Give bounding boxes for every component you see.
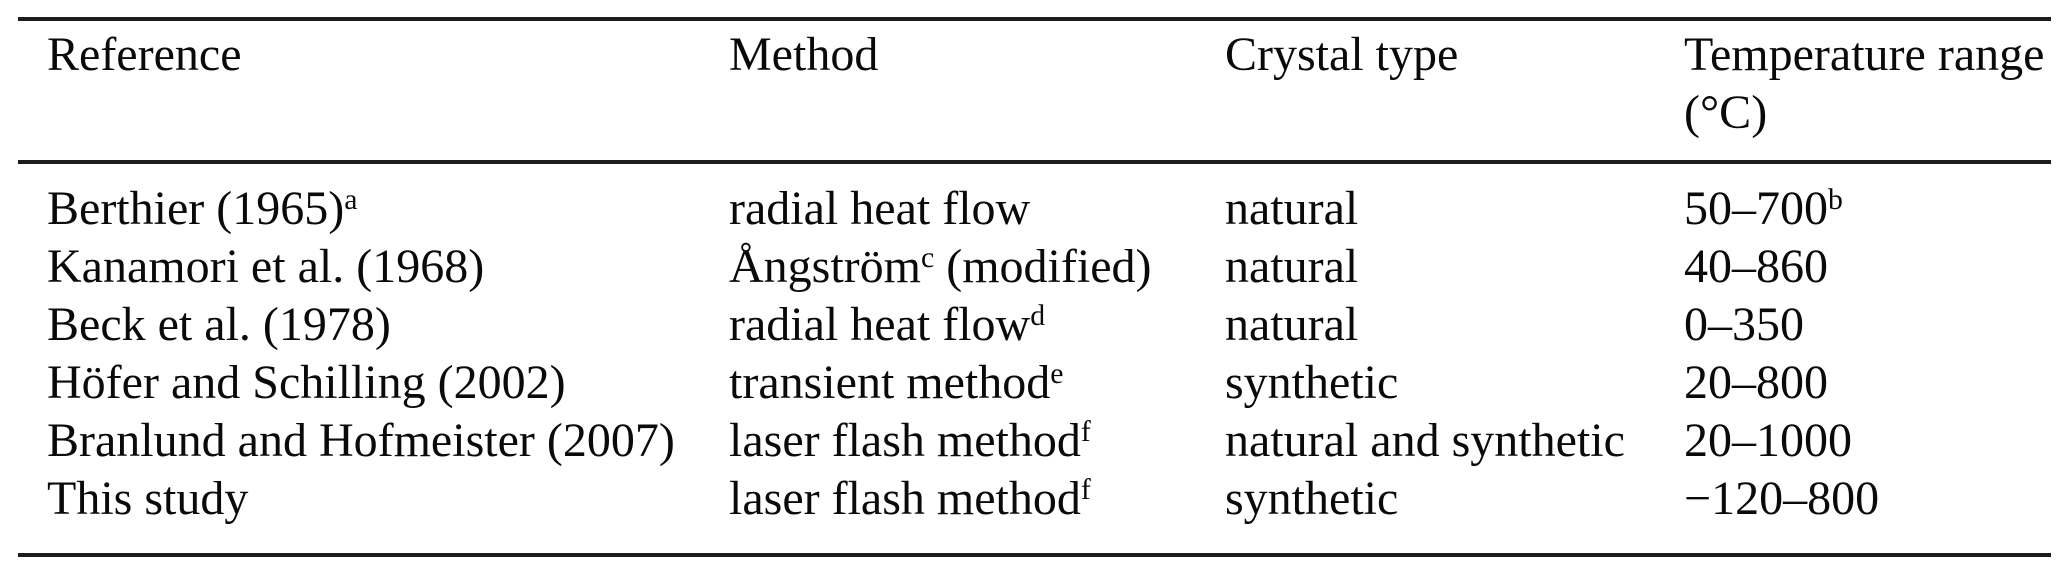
column-header-temperature-range: Temperature range (°C) <box>1684 26 2045 142</box>
cell-temperature-range: −120–800 <box>1684 472 1880 525</box>
cell-reference: This study <box>47 472 249 525</box>
cell-method: radial heat flow <box>729 182 1031 235</box>
cell-temperature-range: 20–1000 <box>1684 414 1852 467</box>
cell-method: transient methode <box>729 356 1064 409</box>
cell-crystal-type: natural and synthetic <box>1225 414 1625 467</box>
footnote-marker: c <box>921 241 935 275</box>
cell-reference: Höfer and Schilling (2002) <box>47 356 566 409</box>
cell-reference: Beck et al. (1978) <box>47 298 391 351</box>
footnote-marker: f <box>1080 415 1091 449</box>
footnote-marker: b <box>1828 183 1843 217</box>
cell-crystal-type: synthetic <box>1225 472 1399 525</box>
table-header-rule <box>18 160 2051 164</box>
column-header-temperature-line1: Temperature range <box>1684 28 2045 81</box>
column-header-temperature-line2: (°C) <box>1684 86 1768 139</box>
table-body: Berthier (1965)a radial heat flow natura… <box>47 180 2024 528</box>
column-header-reference: Reference <box>47 28 242 81</box>
footnote-marker: a <box>344 183 358 217</box>
footnote-marker: f <box>1080 473 1091 507</box>
cell-temperature-range: 20–800 <box>1684 356 1828 409</box>
cell-crystal-type: synthetic <box>1225 356 1399 409</box>
cell-crystal-type: natural <box>1225 182 1359 235</box>
column-header-method: Method <box>729 28 879 81</box>
cell-method: laser flash methodf <box>729 472 1091 525</box>
cell-reference: Kanamori et al. (1968) <box>47 240 485 293</box>
table-header-row: Reference Method Crystal type Temperatur… <box>47 26 2045 142</box>
table-top-rule <box>18 17 2051 21</box>
cell-temperature-range: 0–350 <box>1684 298 1804 351</box>
table-bottom-rule <box>18 553 2051 557</box>
column-header-crystal-type: Crystal type <box>1225 28 1459 81</box>
cell-method: laser flash methodf <box>729 414 1091 467</box>
footnote-marker: d <box>1030 299 1046 333</box>
cell-crystal-type: natural <box>1225 240 1359 293</box>
footnote-marker: e <box>1050 357 1064 391</box>
cell-temperature-range: 40–860 <box>1684 240 1828 293</box>
cell-reference: Berthier (1965)a <box>47 182 358 235</box>
cell-reference: Branlund and Hofmeister (2007) <box>47 414 675 467</box>
cell-method: Ångströmc (modified) <box>729 240 1152 293</box>
cell-crystal-type: natural <box>1225 298 1359 351</box>
cell-method: radial heat flowd <box>729 298 1046 351</box>
cell-temperature-range: 50–700b <box>1684 182 1843 235</box>
